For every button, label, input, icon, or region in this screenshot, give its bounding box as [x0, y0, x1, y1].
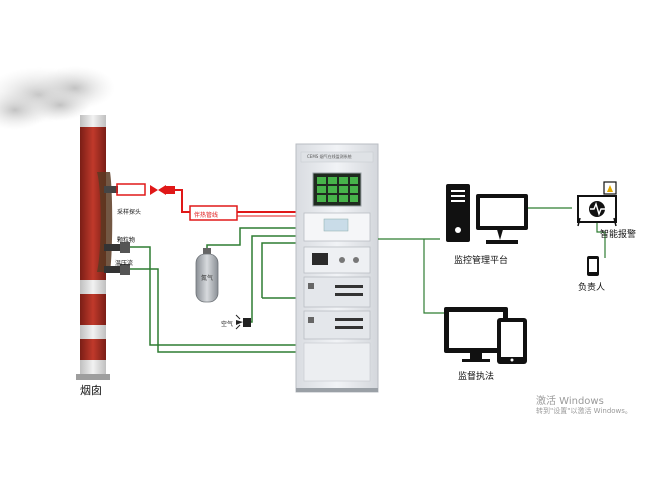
monitoring-platform-label: 监控管理平台	[454, 256, 509, 266]
supervision-label: 监督执法	[458, 372, 495, 382]
sampling-probe-label: 采样探头	[117, 209, 142, 216]
chimney	[76, 115, 113, 380]
watermark-line2: 转到"设置"以激活 Windows。	[536, 407, 632, 415]
monitoring-platform-icon	[446, 184, 528, 244]
heated-line-label: 伴热管线	[194, 212, 219, 219]
temp-pressure-flow-label: 温压流	[115, 260, 134, 267]
responsible-person-label: 负责人	[578, 283, 606, 293]
signal-lines-right	[378, 207, 606, 314]
air-label: 空气	[221, 321, 234, 328]
analyzer-cabinet	[295, 143, 379, 393]
probe-particulate	[104, 242, 130, 253]
nitrogen-cylinder	[195, 248, 219, 303]
phone-icon	[587, 256, 599, 276]
supervision-devices-icon	[444, 307, 527, 364]
smoke-plume	[0, 66, 115, 130]
air-valve	[235, 314, 251, 330]
watermark-line1: 激活 Windows	[536, 396, 604, 407]
probe-sampling	[104, 183, 175, 196]
chimney-label: 烟囱	[80, 384, 102, 397]
cabinet-title: CEMS 烟气在线监测系统	[307, 154, 352, 159]
nitrogen-label: 氮气	[201, 275, 214, 282]
heated-line-box	[189, 205, 238, 221]
heated-line	[175, 189, 296, 217]
smart-alarm-icon	[577, 181, 617, 227]
particulate-meter-label: 颗粒物	[117, 237, 136, 244]
smart-alarm-label: 智能报警	[600, 230, 637, 240]
probe-temp-pressure-flow	[104, 264, 130, 275]
